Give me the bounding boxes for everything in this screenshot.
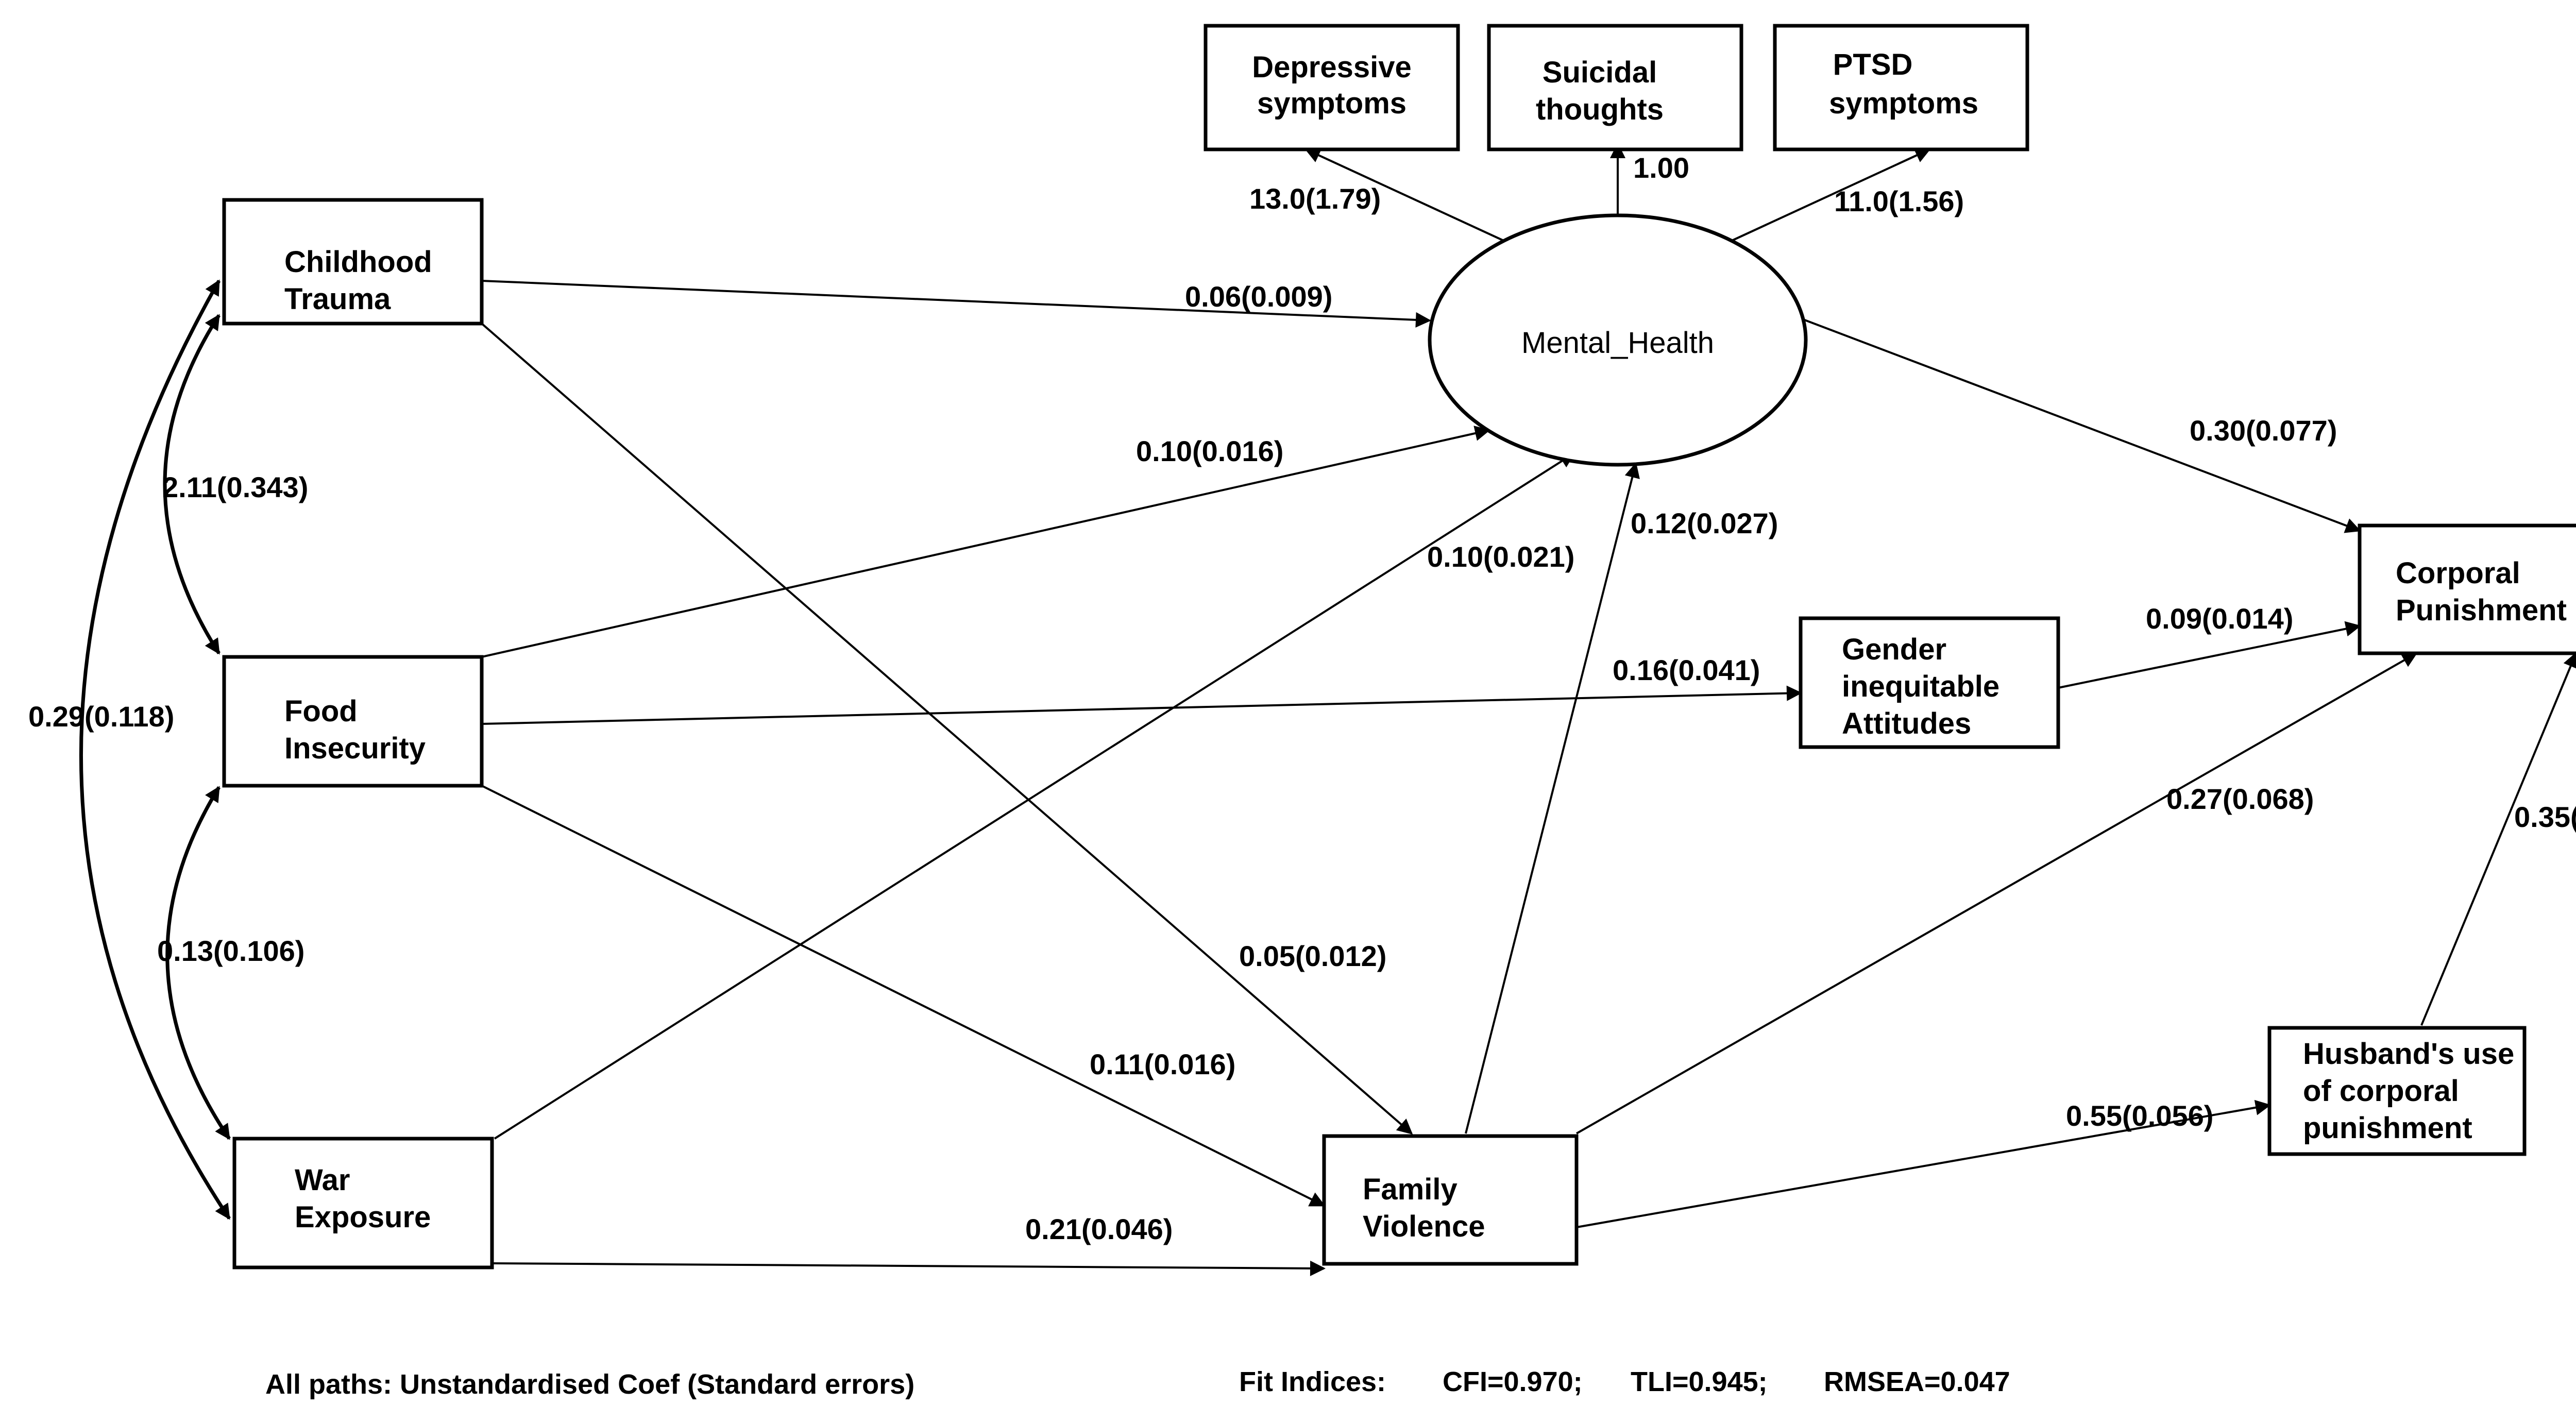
node-label: Husband's use — [2303, 1037, 2514, 1071]
node-label: Family — [1363, 1173, 1458, 1206]
coef-childhood-trauma-mental-health: 0.06(0.009) — [1185, 280, 1332, 313]
path-food-insecurity-to-mental-health — [481, 426, 1490, 658]
node-label: of corporal — [2303, 1074, 2459, 1108]
path-war-exposure-to-family-violence — [492, 1260, 1326, 1276]
fit-tli: TLI=0.945; — [1631, 1366, 1768, 1397]
node-label: inequitable — [1842, 670, 1999, 703]
path-lines — [481, 143, 2576, 1276]
coef-food-insecurity-family-violence: 0.11(0.016) — [1090, 1048, 1235, 1080]
footer: All paths: Unstandardised Coef (Standard… — [265, 1366, 2010, 1400]
path-coefficients: 13.0(1.79) 1.00 11.0(1.56) 0.06(0.009) 0… — [1025, 151, 2576, 1245]
node-label: Violence — [1363, 1210, 1485, 1243]
path-childhood-trauma-to-mental-health — [481, 280, 1431, 328]
path-husband-to-corporal-punishment — [2420, 652, 2576, 1026]
coef-food-insecurity-mental-health: 0.10(0.016) — [1136, 435, 1283, 467]
node-label: Trauma — [284, 282, 391, 316]
path-family-violence-to-husband — [1576, 1099, 2271, 1228]
coef-family-violence-mental-health: 0.12(0.027) — [1631, 507, 1778, 539]
node-husband-corporal-punishment: Husband's use of corporal punishment — [2267, 1026, 2527, 1156]
coef-covariance-childhood-food: 2.11(0.343) — [162, 471, 308, 503]
node-label: Mental_Health — [1521, 326, 1714, 360]
coef-mental-health-suicidal: 1.00 — [1633, 151, 1689, 184]
coef-family-violence-husband: 0.55(0.056) — [2066, 1099, 2213, 1132]
coef-husband-corporal-punishment: 0.35(0.050) — [2514, 801, 2576, 833]
path-family-violence-to-corporal-punishment — [1576, 652, 2418, 1135]
coef-mental-health-depressive: 13.0(1.79) — [1249, 182, 1381, 215]
node-family-violence: Family Violence — [1322, 1134, 1579, 1266]
node-corporal-punishment: Corporal Punishment — [2358, 523, 2576, 655]
coef-war-exposure-mental-health: 0.10(0.021) — [1427, 540, 1574, 573]
coef-family-violence-corporal-punishment: 0.27(0.068) — [2166, 783, 2314, 815]
path-food-insecurity-to-gender-attitudes — [481, 685, 1802, 725]
path-mental-health-to-corporal-punishment — [1803, 318, 2361, 533]
path-family-violence-to-mental-health — [1465, 462, 1640, 1134]
coef-covariance-food-war: 0.13(0.106) — [157, 935, 304, 967]
node-war-exposure: War Exposure — [232, 1137, 494, 1269]
node-label: Food — [284, 695, 358, 728]
path-war-exposure-to-mental-health — [494, 452, 1575, 1140]
coef-mental-health-corporal-punishment: 0.30(0.077) — [2190, 414, 2337, 447]
covariance-childhood-food — [163, 314, 221, 655]
node-label: thoughts — [1536, 93, 1664, 126]
covariance-childhood-war — [79, 279, 231, 1220]
node-suicidal-thoughts: Suicidal thoughts — [1487, 24, 1743, 151]
node-label: Punishment — [2396, 594, 2567, 627]
node-gender-inequitable-attitudes: Gender inequitable Attitudes — [1799, 616, 2060, 749]
covariance-arcs — [79, 279, 231, 1220]
coef-childhood-trauma-family-violence: 0.05(0.012) — [1239, 940, 1386, 972]
node-label: punishment — [2303, 1111, 2472, 1145]
coef-mental-health-ptsd: 11.0(1.56) — [1834, 185, 1964, 217]
path-mental-health-to-ptsd — [1728, 148, 1931, 243]
node-childhood-trauma: Childhood Trauma — [222, 198, 484, 326]
node-label: Insecurity — [284, 732, 426, 765]
covariance-coefficients: 2.11(0.343) 0.13(0.106) 0.29(0.118) — [28, 471, 308, 967]
fit-indices-label: Fit Indices: — [1239, 1366, 1386, 1397]
node-label: Depressive — [1252, 50, 1412, 84]
coef-food-insecurity-gender-attitudes: 0.16(0.041) — [1613, 654, 1760, 686]
covariance-food-war — [165, 786, 231, 1140]
coef-covariance-childhood-war: 0.29(0.118) — [28, 700, 174, 733]
node-label: Exposure — [295, 1200, 431, 1234]
footer-note: All paths: Unstandardised Coef (Standard… — [265, 1369, 914, 1400]
node-food-insecurity: Food Insecurity — [222, 655, 484, 788]
fit-cfi: CFI=0.970; — [1443, 1366, 1583, 1397]
node-label: symptoms — [1829, 87, 1978, 120]
node-label: symptoms — [1257, 87, 1406, 120]
coef-gender-attitudes-corporal-punishment: 0.09(0.014) — [2146, 602, 2293, 635]
node-mental-health: Mental_Health — [1428, 213, 1808, 467]
node-label: War — [295, 1163, 350, 1197]
coef-war-exposure-family-violence: 0.21(0.046) — [1025, 1213, 1173, 1245]
node-depressive-symptoms: Depressive symptoms — [1204, 24, 1460, 151]
path-mental-health-to-depressive — [1304, 148, 1507, 243]
node-label: Corporal — [2396, 556, 2520, 590]
node-ptsd-symptoms: PTSD symptoms — [1773, 24, 2029, 151]
path-childhood-trauma-to-family-violence — [481, 323, 1413, 1135]
path-gender-attitudes-to-corporal-punishment — [2058, 621, 2361, 689]
node-label: Suicidal — [1543, 56, 1657, 89]
node-label: Gender — [1842, 633, 1946, 666]
node-label: Childhood — [284, 245, 432, 279]
node-label: PTSD — [1833, 48, 1913, 81]
fit-rmsea: RMSEA=0.047 — [1824, 1366, 2010, 1397]
path-food-insecurity-to-family-violence — [481, 785, 1326, 1207]
node-label: Attitudes — [1842, 707, 1971, 740]
